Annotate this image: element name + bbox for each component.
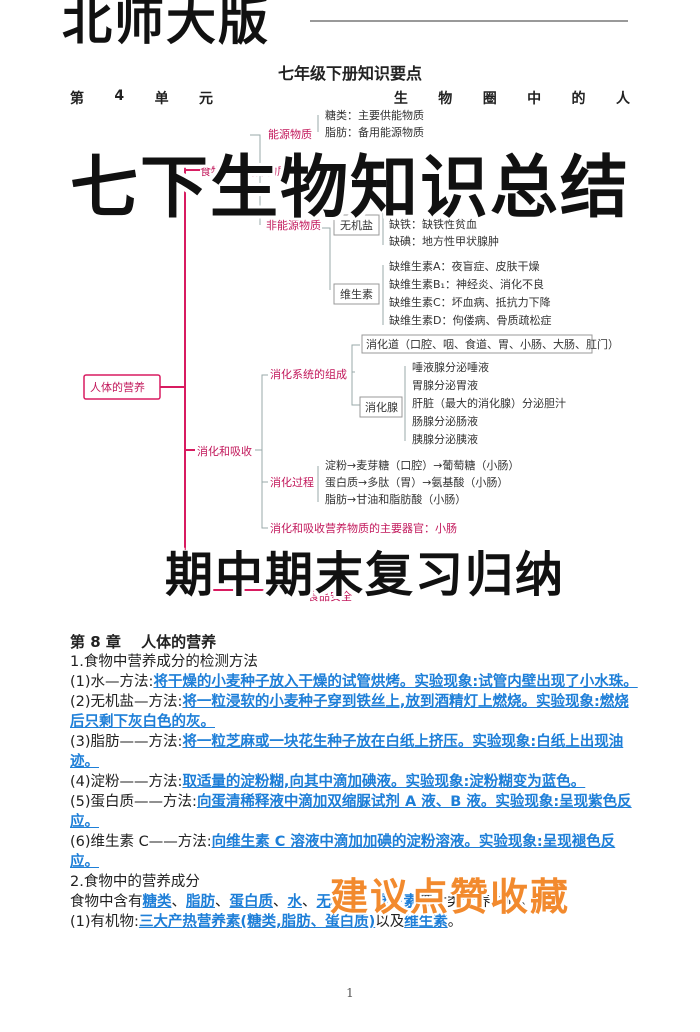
method-label: (6)维生素 C——方法: [70,834,212,850]
method-item: (5)蛋白质——方法:向蛋清稀释液中滴加双缩脲试剂 A 液、B 液。实验现象:呈… [70,792,640,832]
section-heading: 2.食物中的营养成分 [70,874,200,890]
process-item: 淀粉→麦芽糖（口腔）→葡萄糖（小肠） [325,458,519,472]
document-title: 七年级下册知识要点 [277,64,422,83]
unit-char: 的 [571,91,586,107]
header-rule [310,20,628,22]
safety-node: 食品安全 [308,589,352,603]
text-segment: 以及 [375,914,405,930]
nutrient-term: 维生素 [374,894,419,910]
method-highlight: 将一粒浸软的小麦种子穿到铁丝上,放到酒精灯上燃烧。实验现象:燃烧后只剩下灰白色的… [70,694,629,730]
tract-node: 消化道（口腔、咽、食道、胃、小肠、大肠、肛门） [366,337,619,351]
nutrient-connector [250,134,261,225]
nutrient-term: 脂肪 [186,894,215,910]
digestion-connector [255,374,268,529]
nutrient-term: 蛋白质 [229,894,274,910]
method-highlight: 将一粒芝麻或一块花生种子放在白纸上挤压。实验现象:白纸上出现油迹。 [70,734,624,770]
carb-node: 糖类：主要供能物质 [325,108,424,122]
cta-banner: 建议点赞收藏 [330,875,571,919]
method-label: (3)脂肪——方法: [70,734,183,750]
section-heading: 1.食物中营养成分的检测方法 [70,654,258,670]
unit-heading: 第 4 单 元 生 物 圈 中 的 人 [70,88,630,108]
text-segment: 食物中含有 [70,894,143,910]
glands-box [359,396,403,418]
food-nutrients-node: 食物中的营养物质 [200,164,288,178]
non-energy-connector [322,227,331,290]
unit-char: 生 [393,91,408,107]
system-connector [351,344,360,406]
nutrient-list: 食物中含有糖类、脂肪、蛋白质、水、无机盐、维生素等六类营养物质。 [70,892,640,912]
mineral-box [333,214,380,236]
method-highlight: 向蛋清稀释液中滴加双缩脲试剂 A 液、B 液。实验现象:呈现紫色反应。 [70,794,632,830]
root-box [83,374,161,400]
unit-char: 中 [527,91,542,107]
process-item: 蛋白质→多肽（胃）→氨基酸（小肠） [325,475,508,489]
nutrient-term: 糖类 [142,894,172,910]
method-label: (5)蛋白质——方法: [70,794,197,810]
root-node: 人体的营养 [90,380,145,394]
top-banner-title: 北师大版 [62,0,270,51]
absorb-node: 消化和吸收营养物质的主要器官：小肠 [270,521,457,535]
notes-section: 第 8 章 人体的营养 1.食物中营养成分的检测方法 (1)水—方法:将干燥的小… [70,632,640,932]
nutrition-mind-map: 人体的营养 食物中的营养物质 能源物质 糖类：主要供能物质 脂肪：备用能源物质 … [83,108,619,603]
separator: 、 [171,894,187,910]
unit-char: 单 [154,91,169,107]
nutrient-term: 水 [287,894,303,910]
gland-item: 胰腺分泌胰液 [412,432,478,446]
non-energy-node: 非能源物质 [266,218,321,232]
vit-c-node: 缺维生素C：坏血病、抵抗力下降 [389,295,551,309]
mid-banner-title: 期中期末复习归纳 [165,547,566,603]
gland-item: 肝脏（最大的消化腺）分泌胆汁 [412,396,566,410]
vit-b1-node: 缺维生素B₁：神经炎、消化不良 [389,277,544,291]
tract-box [361,334,593,354]
method-item: (6)维生素 C——方法:向维生素 C 溶液中滴加加碘的淀粉溶液。实验现象:呈现… [70,832,640,872]
gland-item: 胃腺分泌胃液 [412,378,478,392]
process-node: 消化过程 [270,475,314,489]
method-label: (1)水—方法: [70,674,154,690]
text-segment: (1)有机物: [70,914,139,930]
iodine-node: 缺碘：地方性甲状腺肿 [389,234,499,248]
vitamin-box [333,283,380,305]
separator: 、 [360,894,375,910]
fat-node: 脂肪：备用能源物质 [325,125,424,139]
separator: 、 [302,894,317,910]
method-item: (4)淀粉——方法:取适量的淀粉糊,向其中滴加碘液。实验现象:淀粉糊变为蓝色。 [70,772,640,792]
main-banner-title: 七下生物知识总结 [69,149,630,228]
method-highlight: 将干燥的小麦种子放入干燥的试管烘烤。实验现象:试管内壁出现了小水珠。 [153,674,638,690]
method-label: (2)无机盐—方法: [70,694,183,710]
unit-char: 圈 [482,91,497,107]
separator: 、 [215,894,230,910]
organic-term: 维生素 [404,914,448,930]
unit-char: 人 [615,91,630,107]
unit-char: 元 [199,91,214,107]
page-number: 1 [346,986,354,1000]
unit-char: 4 [114,88,125,104]
method-item: (1)水—方法:将干燥的小麦种子放入干燥的试管烘烤。实验现象:试管内壁出现了小水… [70,672,640,692]
text-segment: 等六类营养物质。 [418,894,534,910]
vit-d-node: 缺维生素D：佝偻病、骨质疏松症 [389,313,551,327]
method-highlight: 取适量的淀粉糊,向其中滴加碘液。实验现象:淀粉糊变为蓝色。 [182,774,586,790]
method-item: (3)脂肪——方法:将一粒芝麻或一块花生种子放在白纸上挤压。实验现象:白纸上出现… [70,732,640,772]
method-label: (4)淀粉——方法: [70,774,183,790]
unit-char: 物 [438,91,453,107]
method-item: (2)无机盐—方法:将一粒浸软的小麦种子穿到铁丝上,放到酒精灯上燃烧。实验现象:… [70,692,640,732]
mineral-node: 无机盐 [340,218,373,232]
separator: 、 [273,894,288,910]
energy-node: 能源物质 [268,127,312,141]
chapter-heading: 第 8 章 人体的营养 [70,633,217,651]
text-segment: 。 [447,914,463,930]
method-highlight: 向维生素 C 溶液中滴加加碘的淀粉溶液。实验现象:呈现褪色反应。 [70,834,616,870]
unit-char: 第 [70,91,84,107]
glands-node: 消化腺 [365,400,398,414]
organic-item: (1)有机物:三大产热营养素(糖类,脂肪、蛋白质)以及维生素。 [70,912,640,932]
system-node: 消化系统的组成 [270,367,347,381]
digestion-node: 消化和吸收 [197,444,252,458]
organic-term: 三大产热营养素(糖类,脂肪、蛋白质) [138,914,376,930]
process-item: 脂肪→甘油和脂肪酸（小肠） [325,492,466,506]
nutrient-term: 无机盐 [316,894,361,910]
gland-item: 肠腺分泌肠液 [412,414,478,428]
gland-item: 唾液腺分泌唾液 [412,360,489,374]
vit-a-node: 缺维生素A：夜盲症、皮肤干燥 [389,259,540,273]
iron-node: 缺铁：缺铁性贫血 [389,217,477,231]
vitamin-node: 维生素 [340,287,373,301]
